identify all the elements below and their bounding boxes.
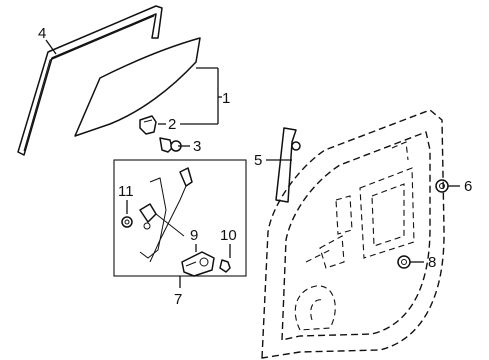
glass-run-channel bbox=[17, 5, 163, 156]
callout-9: 9 bbox=[190, 227, 198, 244]
regulator-assembly-box bbox=[113, 159, 247, 277]
callout-11: 11 bbox=[118, 183, 134, 200]
callout-2: 2 bbox=[168, 116, 176, 133]
nut-8 bbox=[397, 255, 411, 269]
callout-4: 4 bbox=[38, 25, 46, 42]
callout-6: 6 bbox=[464, 178, 472, 195]
nut-6 bbox=[435, 179, 449, 193]
callout-7: 7 bbox=[174, 291, 182, 308]
regulator-motor bbox=[181, 251, 215, 277]
callout-8: 8 bbox=[428, 254, 436, 271]
door-glass bbox=[74, 37, 201, 137]
glass-bolt bbox=[159, 137, 182, 153]
callout-3: 3 bbox=[193, 138, 201, 155]
door-inner-panel bbox=[261, 109, 445, 359]
callout-5: 5 bbox=[254, 152, 262, 169]
rear-run-channel bbox=[275, 127, 301, 203]
bolt-10 bbox=[219, 259, 231, 273]
glass-bracket bbox=[139, 115, 157, 135]
callout-1: 1 bbox=[222, 90, 230, 107]
bolt-11 bbox=[121, 216, 133, 228]
leader-lines bbox=[45, 39, 460, 288]
callout-10: 10 bbox=[220, 227, 237, 244]
